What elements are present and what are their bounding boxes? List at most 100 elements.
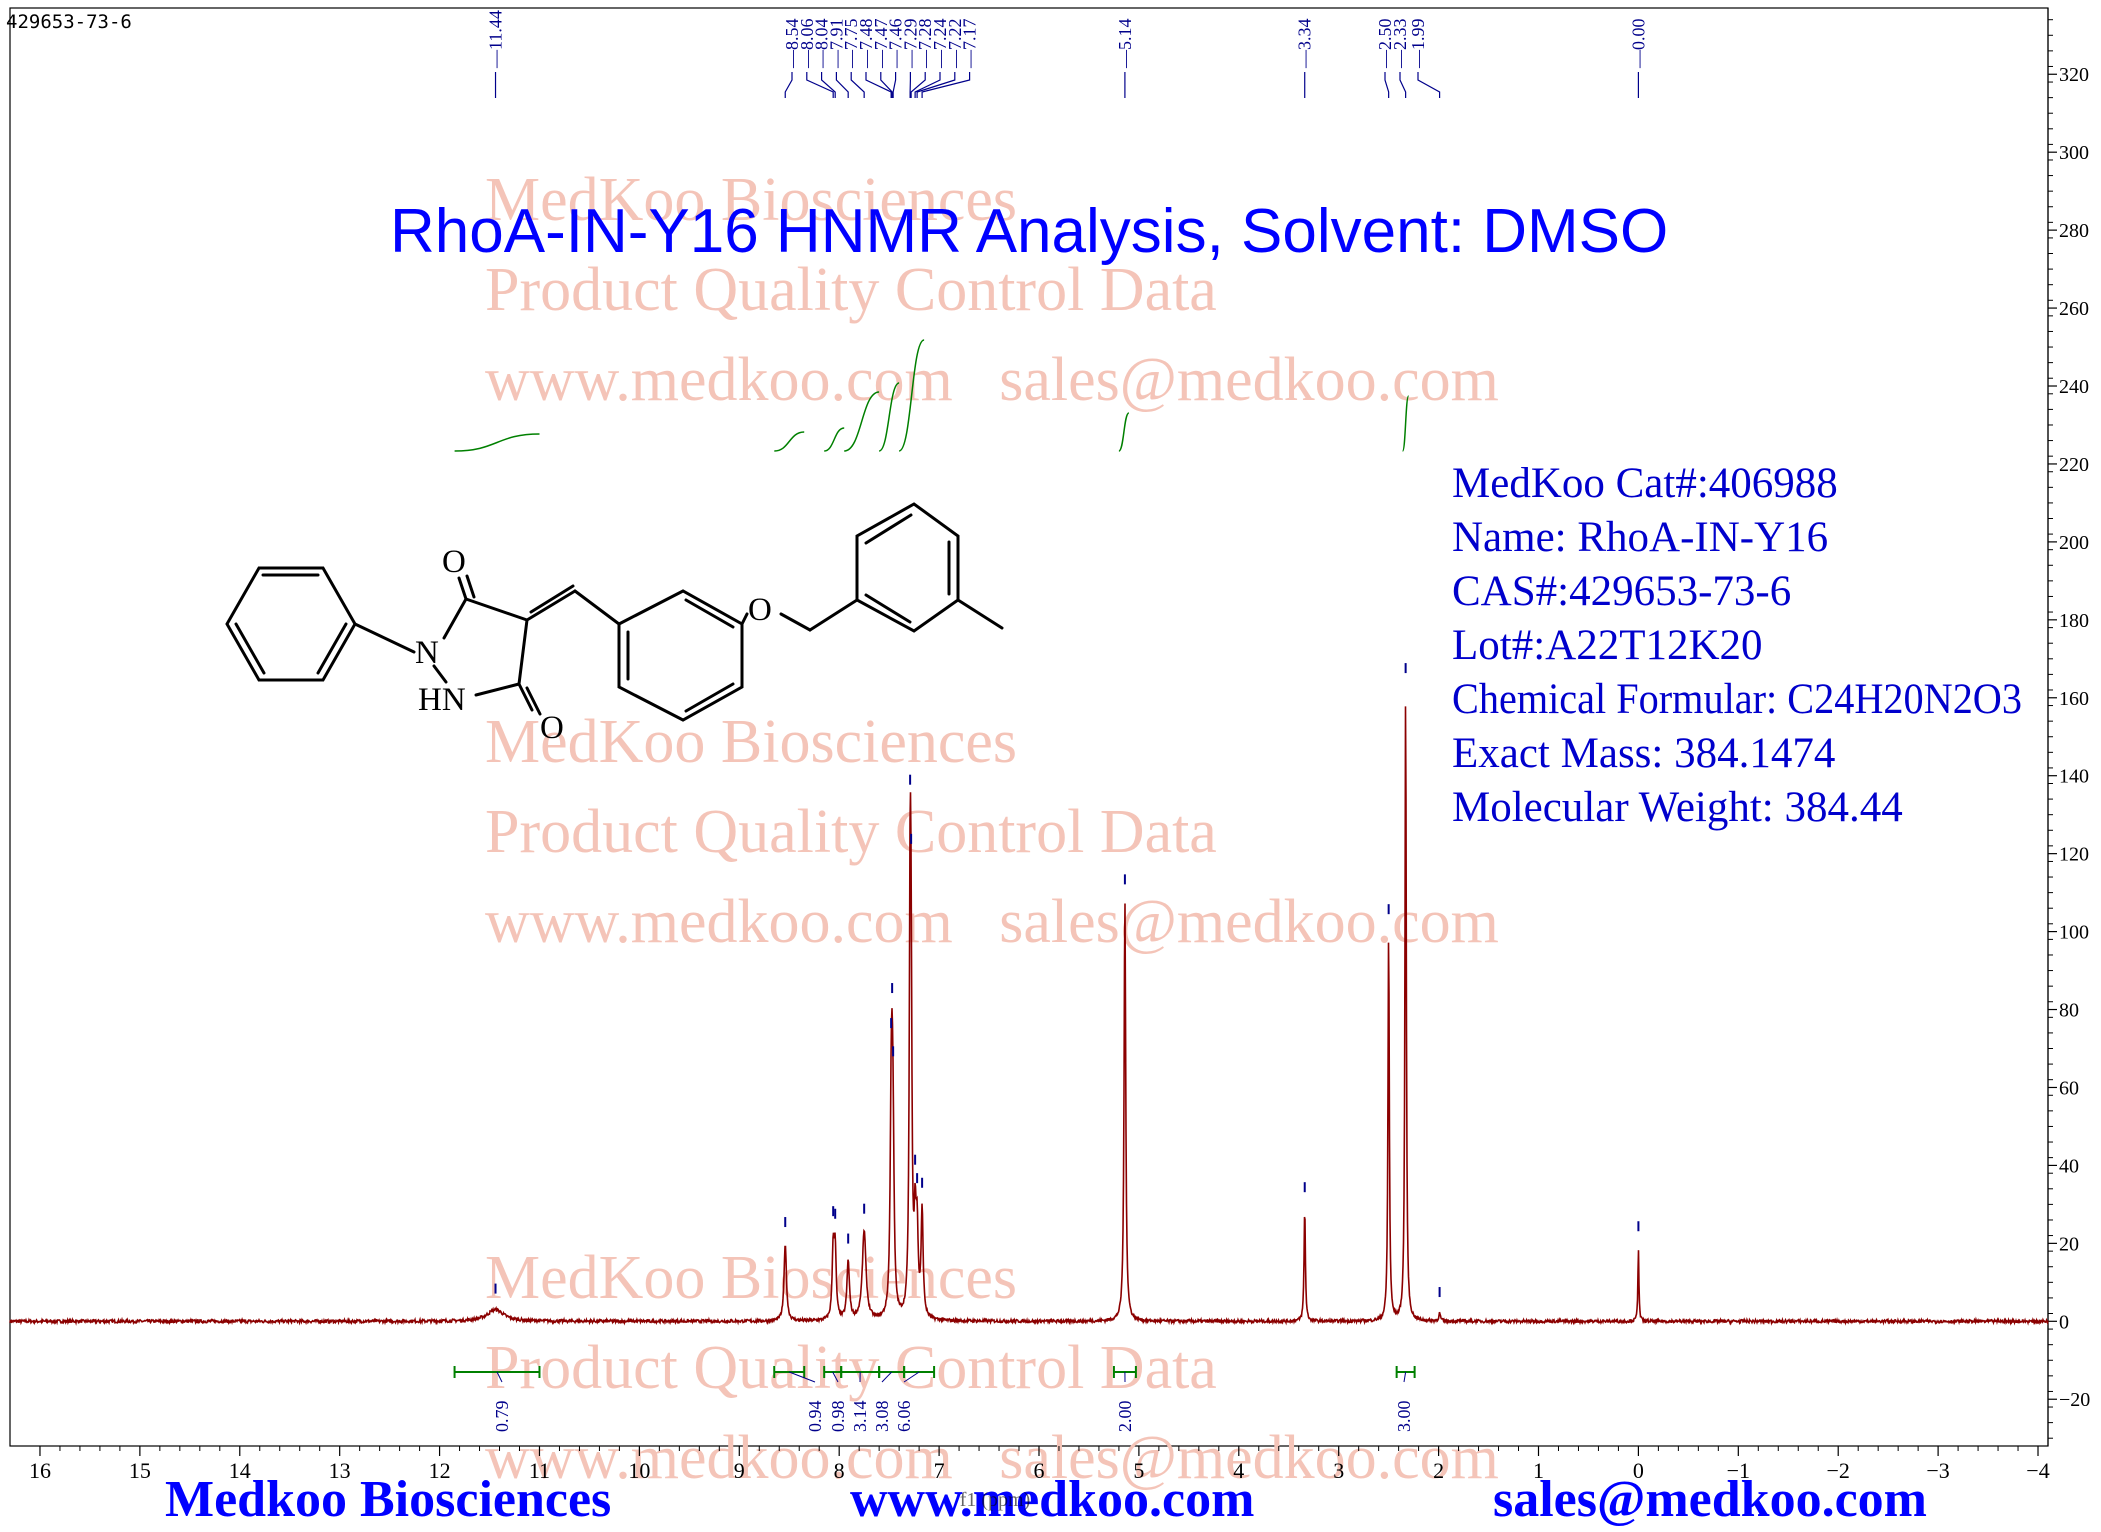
bond	[531, 586, 573, 612]
y-tick-label: 180	[2059, 610, 2089, 632]
peak-leader	[866, 72, 891, 98]
x-axis-label: f1 (ppm)	[960, 1489, 1031, 1511]
y-tick-label: 60	[2059, 1077, 2079, 1099]
peak-label: —5.14	[1115, 19, 1135, 70]
bond	[444, 599, 466, 638]
y-tick-label: 0	[2059, 1311, 2069, 1333]
watermark-company-3: MedKoo Biosciences	[485, 1244, 1017, 1312]
info-mw: Molecular Weight: 384.44	[1452, 784, 1903, 831]
peak-leader	[881, 72, 892, 98]
watermark-web-2: www.medkoo.com sales@medkoo.com	[485, 888, 1499, 956]
x-tick-label: 10	[628, 1458, 650, 1483]
peak-label: —2.33	[1390, 19, 1410, 70]
x-tick-label: 8	[834, 1458, 845, 1483]
integral-value: 3.08	[872, 1401, 892, 1433]
atom-n: N	[415, 635, 439, 671]
y-axis: −20 0 20 40 60 80 100 120 140 160 180 200 220 240 260 2…	[2048, 8, 2090, 1446]
info-cas: CAS#:429653-73-6	[1452, 568, 1791, 615]
y-tick-label: 140	[2059, 766, 2089, 788]
watermark-qc-2: Product Quality Control Data	[485, 798, 1217, 866]
integral-curve	[1119, 413, 1129, 451]
integral-value: 0.98	[828, 1401, 848, 1433]
peak-label: —11.44	[486, 10, 506, 69]
bond	[781, 614, 810, 630]
y-tick-label: 260	[2059, 298, 2089, 320]
integral-value: 3.00	[1394, 1401, 1414, 1433]
x-tick-label: −4	[2026, 1458, 2049, 1483]
integral-value: 3.14	[850, 1401, 870, 1433]
atom-o-bottom: O	[540, 710, 564, 746]
peak-label: —0.00	[1628, 19, 1648, 70]
atom-o-top: O	[442, 544, 466, 580]
integral-value: 0.79	[492, 1401, 512, 1433]
peak-leader	[911, 72, 925, 98]
footer-company: Medkoo Biosciences	[165, 1471, 611, 1527]
peak-leader	[1400, 72, 1406, 98]
x-tick-label: 2	[1433, 1458, 1444, 1483]
integral-curve	[824, 428, 844, 451]
y-tick-label: −20	[2059, 1389, 2090, 1411]
y-tick-label: 20	[2059, 1233, 2079, 1255]
bond	[810, 600, 857, 630]
peak-leader	[807, 72, 833, 98]
peak-leader	[836, 72, 848, 98]
integral-curve	[774, 432, 804, 451]
info-lot: Lot#:A22T12K20	[1452, 622, 1763, 669]
bond	[476, 684, 519, 695]
compound-info: MedKoo Cat#:406988 Name: RhoA-IN-Y16 CAS…	[1452, 460, 2022, 831]
y-tick-label: 120	[2059, 844, 2089, 866]
watermark: MedKoo Biosciences Product Quality Contr…	[485, 166, 1499, 1492]
footer: Medkoo Biosciences www.medkoo.com sales@…	[165, 1471, 1927, 1527]
y-tick-label: 40	[2059, 1155, 2079, 1177]
integral-value: 0.94	[805, 1401, 825, 1433]
peak-label: —1.99	[1408, 19, 1428, 70]
y-tick-label: 320	[2059, 64, 2089, 86]
watermark-company-2: MedKoo Biosciences	[485, 708, 1017, 776]
y-tick-label: 220	[2059, 454, 2089, 476]
y-tick-label: 200	[2059, 532, 2089, 554]
x-tick-label: 9	[734, 1458, 745, 1483]
bond	[466, 599, 527, 620]
bond	[742, 614, 747, 624]
peak-label: —7.17	[960, 19, 980, 70]
atom-hn: HN	[418, 682, 466, 718]
y-tick-label: 240	[2059, 376, 2089, 398]
info-exact-mass: Exact Mass: 384.1474	[1452, 730, 1835, 777]
y-tick-label: 100	[2059, 922, 2089, 944]
bond	[459, 578, 466, 599]
peak-leader	[1385, 72, 1389, 98]
x-tick-label: −3	[1926, 1458, 1949, 1483]
bond	[575, 591, 619, 624]
peak-label: —3.34	[1295, 19, 1315, 70]
integral-value: 2.00	[1115, 1401, 1135, 1433]
watermark-web-1: www.medkoo.com sales@medkoo.com	[485, 346, 1499, 414]
x-tick-label: 15	[129, 1458, 151, 1483]
y-tick-label: 160	[2059, 688, 2089, 710]
chart-title: RhoA-IN-Y16 HNMR Analysis, Solvent: DMSO	[390, 197, 1668, 266]
info-formula: Chemical Formular: C24H20N2O3	[1452, 676, 2022, 723]
sample-id: 429653-73-6	[6, 11, 132, 33]
bond	[958, 600, 1002, 628]
footer-website: www.medkoo.com	[850, 1471, 1254, 1527]
watermark-qc-3: Product Quality Control Data	[485, 1334, 1217, 1402]
bond	[519, 620, 527, 684]
atom-o-ether: O	[748, 592, 772, 628]
peak-leader	[785, 72, 792, 98]
tolyl-ring	[857, 504, 958, 631]
integral-leader	[1404, 1372, 1406, 1382]
peak-leader	[851, 72, 864, 98]
footer-email: sales@medkoo.com	[1493, 1471, 1927, 1527]
info-name: Name: RhoA-IN-Y16	[1452, 514, 1828, 561]
integral-value: 6.06	[894, 1401, 914, 1433]
bond	[355, 624, 414, 652]
bond	[527, 591, 575, 620]
chemical-structure	[227, 504, 1002, 720]
y-tick-label: 280	[2059, 220, 2089, 242]
peak-leader	[1418, 72, 1440, 98]
phenyl-ring	[227, 568, 355, 680]
y-tick-label: 80	[2059, 1000, 2079, 1022]
info-cat: MedKoo Cat#:406988	[1452, 460, 1838, 507]
benzene-ring	[619, 591, 742, 720]
bond	[467, 576, 474, 597]
